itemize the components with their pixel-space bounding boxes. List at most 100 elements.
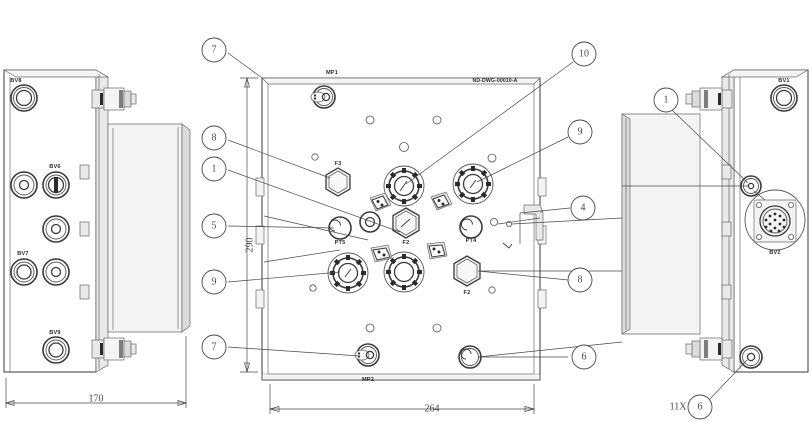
dimension-170 xyxy=(4,336,188,408)
balloon-7-top-left[interactable] xyxy=(201,37,227,63)
port-bv1 xyxy=(770,84,798,112)
balloon-label-4-right: 4 xyxy=(580,202,586,214)
balloon-label-1-far-right: 1 xyxy=(663,94,669,106)
front-view xyxy=(240,76,547,414)
dimension-264 xyxy=(268,384,536,414)
balloon-7-bottom-left[interactable] xyxy=(201,334,227,360)
balloon-label-8-right: 8 xyxy=(577,274,583,286)
balloon-label-9-left: 9 xyxy=(211,276,217,288)
label-bv1: BV1 xyxy=(778,78,790,84)
drawing-number: ND-DWG-00010-A xyxy=(472,78,518,84)
front-left-tab-1 xyxy=(255,177,265,197)
balloon-6-far-bottom-right[interactable] xyxy=(687,394,713,420)
dimension-label-264: 264 xyxy=(424,403,440,415)
label-bv2: BV2 xyxy=(769,250,781,256)
port-plain-2 xyxy=(42,215,70,243)
rect-connector-4 xyxy=(426,241,448,260)
left-tab-2 xyxy=(79,221,90,237)
right-bottom-fitting xyxy=(685,337,733,361)
right-tab-3 xyxy=(721,284,732,300)
mounting-hole xyxy=(487,153,497,163)
fitting-f2-center xyxy=(392,207,420,239)
mounting-hole xyxy=(489,217,498,226)
connector-mp1 xyxy=(310,85,336,109)
balloon-8-right[interactable] xyxy=(567,267,593,293)
balloon-label-7-top-left: 7 xyxy=(211,44,217,56)
port-bv7 xyxy=(10,258,38,286)
right-tab-1 xyxy=(721,164,732,180)
front-right-bracket xyxy=(502,204,544,249)
port-bv2 xyxy=(744,189,806,251)
port-pt4 xyxy=(459,215,483,239)
label-mp2: MP2 xyxy=(361,377,375,383)
balloon-label-5-left: 5 xyxy=(211,220,217,232)
balloon-9-left[interactable] xyxy=(201,269,227,295)
mounting-hole xyxy=(311,153,319,161)
leader-lines xyxy=(227,52,766,401)
balloon-label-10-top-right: 10 xyxy=(579,48,589,60)
balloon-5-left[interactable] xyxy=(201,213,227,239)
rect-connector-3 xyxy=(370,244,393,263)
label-pt5: PT5 xyxy=(334,240,346,246)
front-left-tab-2 xyxy=(255,225,265,245)
label-f2-center: F2 xyxy=(402,240,410,246)
left-top-fitting xyxy=(91,87,137,111)
port-small-center xyxy=(359,211,381,233)
balloon-label-7-bottom-left: 7 xyxy=(211,341,217,353)
balloon-label-1-left: 1 xyxy=(211,163,217,175)
balloon-markers xyxy=(201,37,713,420)
mounting-hole xyxy=(432,115,442,125)
right-tab-2 xyxy=(721,221,732,237)
label-bv7: BV7 xyxy=(17,251,29,257)
rect-connector-1 xyxy=(369,192,392,212)
connector-mp2 xyxy=(354,343,380,367)
circular-connector-1 xyxy=(383,165,425,207)
circular-connector-4 xyxy=(383,251,425,293)
front-left-tab-3 xyxy=(255,289,265,309)
mounting-hole xyxy=(309,284,317,292)
label-bv8: BV8 xyxy=(10,78,22,84)
port-plain-1 xyxy=(10,171,38,199)
balloon-1-left[interactable] xyxy=(201,156,227,182)
balloon-label-9-right: 9 xyxy=(577,126,583,138)
port-bv6 xyxy=(42,171,70,199)
front-right-tab-1 xyxy=(537,177,547,197)
label-mp1: MP1 xyxy=(325,70,339,76)
fitting-f3 xyxy=(325,167,351,197)
rect-connector-2 xyxy=(430,191,453,211)
port-plain-3 xyxy=(42,258,70,286)
balloon-6-bottom-right[interactable] xyxy=(571,344,597,370)
front-right-tab-3 xyxy=(537,289,547,309)
mounting-hole xyxy=(488,286,496,294)
label-bv9: BV9 xyxy=(49,330,61,336)
right-side-view xyxy=(621,69,810,373)
port-bottom-right xyxy=(739,345,763,369)
mounting-hole xyxy=(365,115,375,125)
right-top-fitting xyxy=(685,87,733,111)
mounting-hole xyxy=(365,323,375,333)
left-bottom-fitting xyxy=(91,337,137,361)
balloon-4-right[interactable] xyxy=(570,195,596,221)
label-bv6: BV6 xyxy=(49,164,61,170)
fitting-f2-lower xyxy=(453,255,481,287)
quantity-note-11x: 11X xyxy=(669,401,687,413)
balloon-label-6-far-bottom-right: 6 xyxy=(697,401,703,413)
dimension-label-290: 290 xyxy=(244,237,256,253)
balloon-10-top-right[interactable] xyxy=(571,41,597,67)
circular-connector-2 xyxy=(452,163,494,205)
balloon-label-8-left: 8 xyxy=(211,132,217,144)
circular-connector-3 xyxy=(327,252,369,294)
dimension-290 xyxy=(240,76,258,374)
mounting-hole xyxy=(432,323,442,333)
balloon-label-6-bottom-right: 6 xyxy=(581,351,587,363)
balloon-9-right[interactable] xyxy=(567,119,593,145)
mounting-hole xyxy=(399,142,409,152)
balloon-1-far-right[interactable] xyxy=(653,87,679,113)
port-bv9 xyxy=(42,336,70,364)
balloon-8-left[interactable] xyxy=(201,125,227,151)
port-bv8 xyxy=(10,84,38,112)
left-side-view xyxy=(2,69,191,408)
left-tab-3 xyxy=(79,284,90,300)
